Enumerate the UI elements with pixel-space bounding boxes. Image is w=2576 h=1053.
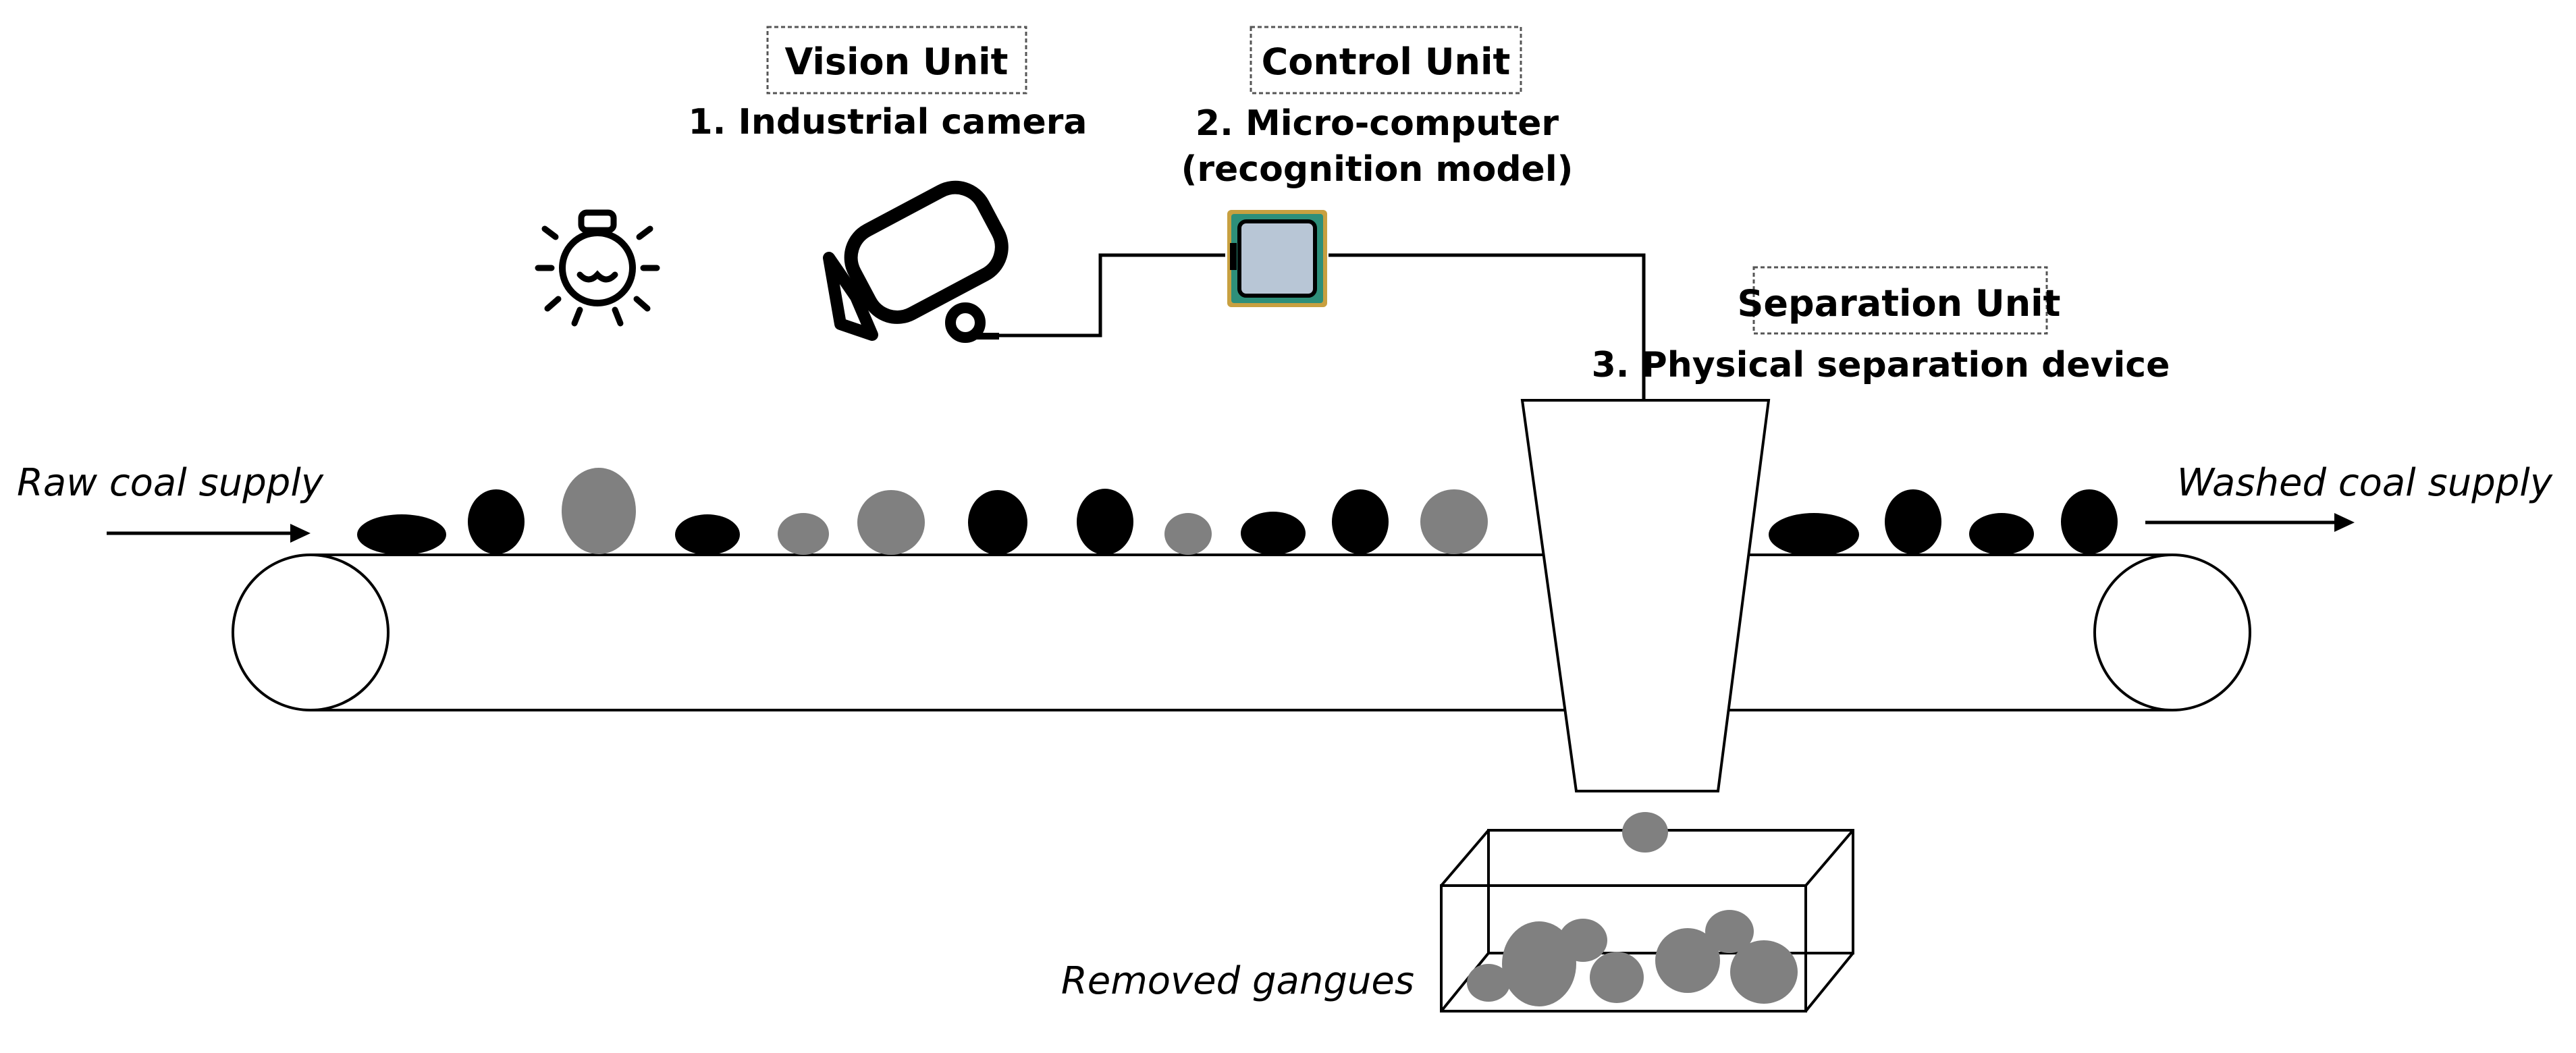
flow-arrows — [107, 513, 2355, 543]
raw-coal-supply-label: Raw coal supply — [17, 461, 324, 505]
gangue-particle — [1705, 910, 1754, 953]
control-unit-box — [1250, 26, 1522, 94]
signal-wires — [996, 253, 1646, 400]
gangue-particle — [562, 468, 636, 554]
control-unit-title: Control Unit — [1262, 40, 1511, 83]
removed-gangue-particles — [1467, 812, 1798, 1006]
coal-particle — [357, 514, 446, 555]
coal-particle — [968, 490, 1027, 555]
vision-unit-box — [766, 26, 1027, 94]
control-unit-item-line1: 2. Micro-computer — [1196, 103, 1559, 144]
gangue-particle — [1655, 928, 1720, 993]
falling-gangue-particle — [1622, 812, 1668, 853]
computer-to-separator-wire — [1329, 253, 1646, 400]
separation-unit-title: Separation Unit — [1738, 282, 2061, 325]
coal-particle — [468, 489, 525, 554]
camera-to-computer-wire — [996, 253, 1225, 338]
coal-particle — [1969, 513, 2034, 555]
washed-coal-supply-label: Washed coal supply — [2177, 461, 2553, 505]
separation-unit-item: 3. Physical separation device — [1592, 345, 2170, 385]
vision-unit-item: 1. Industrial camera — [688, 102, 1087, 142]
coal-particle — [1241, 512, 1306, 555]
vision-unit-title: Vision Unit — [785, 40, 1009, 83]
gangue-particle — [1502, 921, 1576, 1006]
input-arrow-head — [290, 524, 311, 543]
washed-particles — [1769, 489, 2118, 556]
coal-particle — [1077, 489, 1133, 555]
gangue-particle — [1730, 940, 1798, 1004]
unit-label-boxes — [766, 26, 2048, 335]
left-pulley — [232, 554, 390, 711]
coal-particle — [1769, 513, 1859, 556]
gangue-bin-front — [1440, 884, 1807, 1013]
conveyor-belt — [232, 554, 2251, 711]
bin-front-face — [1440, 884, 1807, 1013]
incoming-particles — [357, 468, 1488, 555]
coal-particle — [675, 514, 740, 555]
coal-particle — [1332, 489, 1389, 554]
light-bulb-icon — [535, 209, 660, 327]
right-pulley — [2093, 554, 2251, 711]
gangue-particle — [1164, 513, 1212, 555]
coal-particle — [2061, 489, 2118, 554]
removed-gangues-label: Removed gangues — [1061, 959, 1414, 1003]
gangue-particle — [1467, 964, 1510, 1002]
gangue-particle — [1590, 952, 1644, 1003]
control-unit-item-line2: (recognition model) — [1181, 149, 1574, 190]
microchip-icon — [1227, 210, 1327, 307]
coal-particle — [1885, 489, 1941, 554]
output-arrow-head — [2334, 513, 2355, 532]
industrial-camera-icon — [823, 180, 1009, 343]
separation-unit-box — [1752, 266, 2048, 335]
gangue-particle — [857, 490, 925, 555]
separation-device-hopper — [1520, 399, 1771, 792]
gangue-particle — [1420, 489, 1488, 554]
gangue-particle — [778, 513, 829, 555]
gangue-particle — [1559, 919, 1607, 962]
